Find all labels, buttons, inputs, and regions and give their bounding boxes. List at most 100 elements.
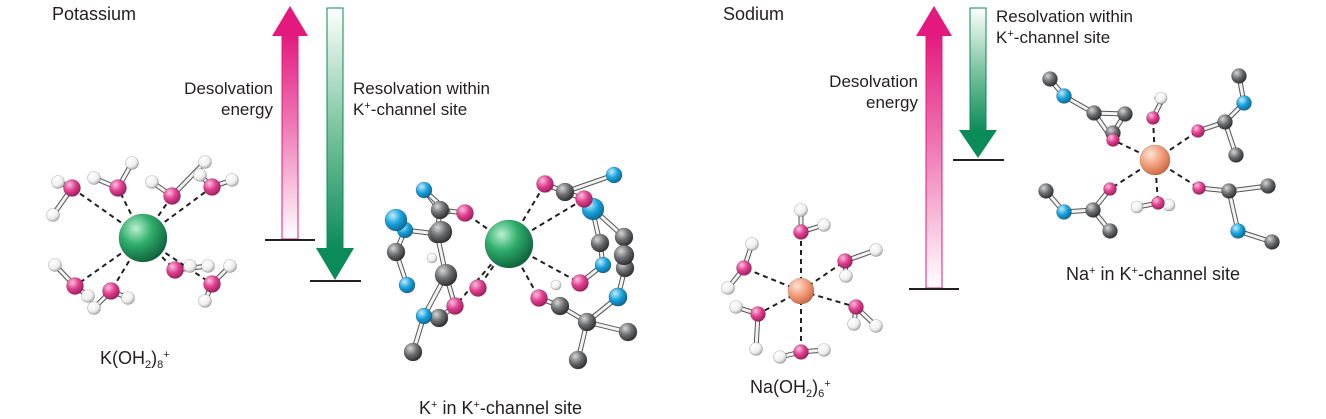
carbon-atom <box>1042 71 1058 87</box>
carbon-atom <box>430 200 450 220</box>
hydrogen-atom <box>426 252 438 264</box>
potassium-ion <box>484 219 534 269</box>
nitrogen-atom <box>608 287 628 307</box>
oxygen-atom <box>736 260 752 276</box>
oxygen-atom <box>848 299 864 315</box>
potassium-title: Potassium <box>52 4 137 24</box>
hydrogen-atom <box>794 203 808 217</box>
resolvation-line-2: K+-channel site <box>996 28 1111 47</box>
carbon-atom <box>1086 105 1102 121</box>
nitrogen-atom <box>1056 88 1072 104</box>
oxygen-atom <box>575 190 593 208</box>
hydrogen-atom <box>729 300 743 314</box>
na-channel-site-model <box>1038 68 1280 250</box>
desolvation-line-2: energy <box>221 100 273 119</box>
hydrogen-atom <box>193 168 207 182</box>
nitrogen-atom <box>605 166 623 184</box>
oxygen-atom <box>536 175 554 193</box>
nitrogen-atom <box>594 256 612 274</box>
nitrogen-atom <box>398 276 416 294</box>
carbon-atom <box>1231 68 1247 84</box>
oxygen-atom <box>66 277 84 295</box>
oxygen-atom <box>530 289 548 307</box>
k-channel-site-model <box>384 166 638 370</box>
carbon-atom <box>1038 183 1054 199</box>
hydrogen-atom <box>1162 198 1176 212</box>
coordination-bond <box>757 290 802 315</box>
hydrogen-atom <box>1154 91 1168 105</box>
carbon-atom <box>550 296 570 316</box>
carbon-atom <box>1102 223 1118 239</box>
sodium-desolvation-label: Desolvation energy <box>795 71 918 113</box>
oxygen-atom <box>1103 182 1117 196</box>
oxygen-atom <box>166 261 184 279</box>
oxygen-atom <box>109 179 127 197</box>
hydrogen-atom <box>817 218 831 232</box>
hydrogen-atom <box>721 281 735 295</box>
oxygen-atom <box>446 297 464 315</box>
coordination-bond <box>71 187 144 239</box>
hydrogen-atom <box>51 175 65 189</box>
na-channel-site-label: Na+ in K+-channel site <box>1066 264 1240 284</box>
hydrogen-atom <box>198 294 212 308</box>
carbon-atom <box>1217 114 1233 130</box>
carbon-atom <box>403 342 423 362</box>
oxygen-atom <box>1191 124 1205 138</box>
hydrogen-atom <box>125 156 139 170</box>
hydrogen-atom <box>183 259 197 273</box>
hydrogen-atom <box>81 289 95 303</box>
oxygen-atom <box>571 274 589 292</box>
carbon-atom <box>429 220 453 244</box>
oxygen-atom <box>203 275 221 293</box>
hydrogen-atom <box>225 173 239 187</box>
nitrogen-atom <box>384 208 408 232</box>
resolvation-line-2: K+-channel site <box>353 100 468 119</box>
hydrogen-atom <box>201 259 215 273</box>
sodium-desolvation-arrow <box>916 6 952 289</box>
carbon-atom <box>618 322 638 342</box>
carbon-atom <box>590 233 610 253</box>
oxygen-atom <box>456 204 474 222</box>
oxygen-atom <box>837 253 853 269</box>
hydrogen-atom <box>1130 200 1144 214</box>
oxygen-atom <box>203 178 221 196</box>
hydrogen-atom <box>87 301 101 315</box>
carbon-atom <box>386 242 406 262</box>
hydrogen-atom <box>87 171 101 185</box>
carbon-atom <box>1085 202 1101 218</box>
sodium-ion <box>1139 144 1171 176</box>
carbon-atom <box>434 263 458 287</box>
hydrogen-atom <box>550 279 562 291</box>
hydrogen-atom <box>198 155 212 169</box>
hydrogen-atom <box>745 237 759 251</box>
hydrogen-atom <box>847 317 861 331</box>
nitrogen-atom <box>415 307 433 325</box>
oxygen-atom <box>63 179 81 197</box>
potassium-resolvation-arrow <box>316 7 354 280</box>
resolvation-line-1: Resolvation within <box>996 7 1134 26</box>
hydrogen-atom <box>48 258 62 272</box>
carbon-atom <box>1117 106 1133 122</box>
hydrogen-atom <box>817 343 831 357</box>
potassium-resolvation-label: Resolvation within K+-channel site <box>353 78 490 120</box>
carbon-atom <box>613 244 635 266</box>
coordination-bond <box>508 198 585 245</box>
carbon-atom <box>429 308 449 328</box>
oxygen-atom <box>750 306 766 322</box>
oxygen-atom <box>793 344 809 360</box>
carbon-atom <box>1228 147 1244 163</box>
nitrogen-atom <box>415 181 433 199</box>
carbon-atom <box>1260 178 1276 194</box>
carbon-atom <box>577 312 597 332</box>
potassium-desolvation-arrow <box>272 6 308 240</box>
oxygen-atom <box>1192 181 1206 195</box>
k-hydrated-complex-label: K(OH2)8+ <box>100 348 170 371</box>
nitrogen-atom <box>1236 95 1252 111</box>
na-hydrated-complex-model <box>721 203 883 364</box>
potassium-desolvation-label: Desolvation energy <box>150 78 273 120</box>
oxygen-atom <box>1106 133 1120 147</box>
oxygen-atom <box>1146 111 1160 125</box>
coordination-bond <box>1112 139 1156 161</box>
sodium-resolvation-label: Resolvation within K+-channel site <box>996 6 1133 48</box>
